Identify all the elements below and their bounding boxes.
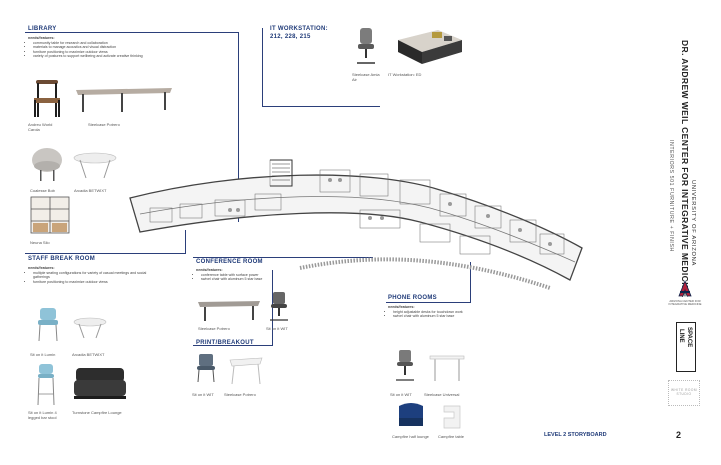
phone-need: height adjustable desks for touchdown wo… — [393, 310, 538, 315]
project-title: DR. ANDREW WEIL CENTER FOR INTEGRATIVE M… — [680, 40, 690, 298]
library-need: variety of postures to support wellbeing… — [33, 54, 228, 59]
staff-caption: Turnstone Campfire Lounge — [72, 410, 122, 415]
staff-title: STAFF BREAK ROOM — [28, 256, 96, 262]
staff-caption: Sit on it Lumin 4 legged bar stool — [28, 410, 57, 420]
it-title-line1: IT WORKSTATION: — [270, 26, 328, 32]
staff-caption: Sit on it Lumin — [30, 352, 56, 357]
steelcase-potrero-table-image — [229, 357, 263, 385]
library-caption: Neuna Silo — [30, 240, 50, 245]
ua-caption: ARIZONA CENTER FOR INTEGRATIVE MEDICINE — [668, 299, 702, 307]
library-caption: Andreu World Carola — [28, 122, 53, 132]
lumin-bar-stool-image — [37, 364, 55, 406]
arcadia-betwixt-table-image — [73, 317, 107, 339]
leader-phone-v — [470, 262, 471, 303]
studio-name: WHITE ROOM STUDIO — [670, 388, 698, 396]
library-caption: Coalesse Bob — [30, 188, 55, 193]
sit-on-it-lumin-chair-image — [38, 308, 58, 342]
it-workstation-image — [398, 30, 462, 64]
staff-needs: needs/features: multiple seating configu… — [28, 266, 158, 284]
steelcase-potrero-table-image — [76, 88, 172, 112]
project-subtitle: INTERIORS 501 FURNITURE + FINISH — [668, 140, 674, 252]
university-name: UNIVERSITY OF ARIZONA — [690, 180, 696, 267]
leader-library-v — [238, 32, 239, 222]
white-room-studio-logo: WHITE ROOM STUDIO — [668, 380, 700, 406]
leader-staff-v — [185, 230, 186, 254]
staff-need: furniture positioning to maximize outdoo… — [33, 280, 158, 285]
page-number: 2 — [676, 430, 682, 440]
leader-library-h — [25, 32, 239, 33]
coalesse-bob-chair-image — [32, 148, 62, 181]
staff-need: multiple seating configurations for vari… — [33, 271, 158, 280]
steelcase-potrero-table-image — [198, 301, 260, 321]
campfire-half-lounge-image — [399, 403, 423, 426]
print-caption: Sit on it WIT — [192, 392, 214, 397]
sit-on-it-wit-chair-image — [270, 292, 288, 321]
library-need: materials to manage acoustics and visual… — [33, 45, 228, 50]
conference-caption: Steelcase Potrero — [198, 326, 230, 331]
storyboard-label: LEVEL 2 STORYBOARD — [544, 432, 607, 438]
phone-caption: Campfire half lounge — [392, 434, 429, 439]
leader-it-v — [262, 28, 263, 106]
conference-title: CONFERENCE ROOM — [196, 259, 263, 265]
print-caption: Steelcase Potrero — [224, 392, 256, 397]
conference-need: swivel chair with aluminum 5 star base — [201, 277, 336, 282]
sit-on-it-wit-chair-image — [396, 350, 414, 381]
neuna-silo-shelving-image — [30, 196, 70, 234]
line-space-logo-line: LINE — [678, 329, 684, 343]
print-title: PRINT/BREAKOUT — [196, 340, 254, 346]
conference-need: conference table with surface power — [201, 273, 336, 278]
conference-needs: needs/features: conference table with su… — [196, 268, 336, 282]
leader-phone-h — [386, 302, 471, 303]
turnstone-campfire-lounge-image — [74, 368, 126, 399]
leader-print-v — [272, 270, 273, 346]
arcadia-betwixt-table-image — [73, 152, 117, 179]
phone-needs-heading: needs/features: — [388, 305, 415, 309]
leader-it-h — [262, 106, 380, 107]
library-needs-heading: needs/features: — [28, 36, 55, 40]
campfire-table-image — [443, 405, 461, 429]
leader-conf-h — [193, 257, 373, 258]
library-need: furniture positioning to maximize outdoo… — [33, 50, 228, 55]
line-space-logo-space: SPACE — [686, 327, 692, 348]
it-caption: Steelcase Amia Air — [352, 72, 380, 82]
university-of-arizona-logo — [678, 280, 692, 297]
phone-need: swivel chair with aluminum 5 star base — [393, 314, 538, 319]
conference-needs-heading: needs/features: — [196, 268, 223, 272]
library-need: community table for research and collabo… — [33, 41, 228, 46]
it-title-line2: 212, 228, 215 — [270, 34, 311, 40]
level-2-floor-plan — [129, 159, 583, 290]
library-title: LIBRARY — [28, 26, 57, 32]
leader-staff-h — [25, 253, 185, 254]
it-caption: IT Workstation: ED — [388, 72, 422, 77]
phone-caption: Steelcase Universal — [424, 392, 460, 397]
library-caption: Steelcase Potrero — [88, 122, 120, 127]
sit-on-it-wit-chair-image — [197, 354, 215, 383]
phone-caption: Sit on it WIT — [390, 392, 412, 397]
staff-caption: Arcadia BETWIXT — [72, 352, 105, 357]
andreu-world-carola-chair-image — [34, 80, 60, 117]
steelcase-amia-air-chair-image — [357, 28, 375, 64]
leader-print-h — [193, 345, 273, 346]
staff-needs-heading: needs/features: — [28, 266, 55, 270]
conference-caption: Sit on it WIT — [266, 326, 288, 331]
phone-caption: Campfire table — [438, 434, 465, 439]
line-space-logo: LINE SPACE — [676, 322, 696, 372]
library-caption: Arcadia BETWIXT — [74, 188, 107, 193]
library-needs: needs/features: community table for rese… — [28, 36, 228, 59]
steelcase-universal-desk-image — [429, 355, 465, 381]
phone-title: PHONE ROOMS — [388, 295, 437, 301]
phone-needs: needs/features: height adjustable desks … — [388, 305, 538, 319]
